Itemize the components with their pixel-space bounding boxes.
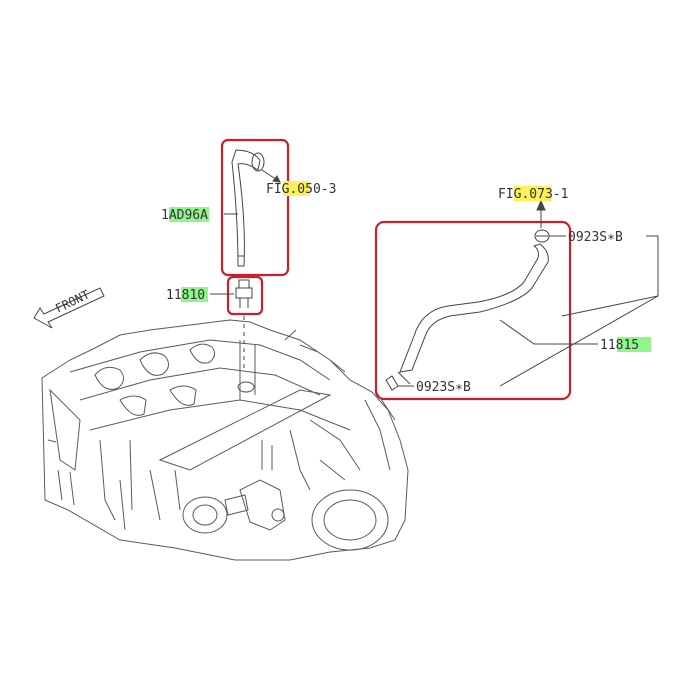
leader-lines bbox=[210, 169, 659, 387]
highlight-box-hose-11815 bbox=[374, 220, 572, 401]
highlight-1ad96a bbox=[169, 207, 209, 222]
clamp-lower-part-number[interactable]: 0923S∗B bbox=[416, 380, 471, 395]
front-label: FRONT bbox=[53, 287, 92, 315]
clamp-upper-part-number[interactable]: 0923S∗B bbox=[568, 230, 623, 245]
breather-hose-11815 bbox=[385, 229, 550, 391]
highlight-11815 bbox=[617, 337, 651, 352]
fig-073-1-label[interactable]: FIG.073-1 bbox=[498, 187, 568, 202]
highlight-fig-050 bbox=[283, 181, 310, 196]
part-number-11810[interactable]: 11810 bbox=[166, 288, 205, 303]
fig-050-3-label[interactable]: FIG.050-3 bbox=[266, 182, 336, 197]
front-direction-arrow: FRONT bbox=[33, 287, 105, 329]
clamp-lower-icon bbox=[385, 375, 399, 391]
highlight-11810 bbox=[181, 287, 208, 302]
highlight-fig-073 bbox=[514, 186, 552, 201]
highlight-box-pcv-valve-11810 bbox=[226, 275, 264, 316]
engine-block-illustration bbox=[41, 319, 409, 561]
part-number-11815[interactable]: 11815 bbox=[600, 338, 639, 353]
highlight-box-hose-1ad96a bbox=[220, 138, 290, 277]
breather-hose-1ad96a bbox=[231, 149, 265, 267]
part-number-1ad96a[interactable]: 1AD96A bbox=[161, 208, 208, 223]
pcv-valve-11810 bbox=[235, 279, 253, 308]
